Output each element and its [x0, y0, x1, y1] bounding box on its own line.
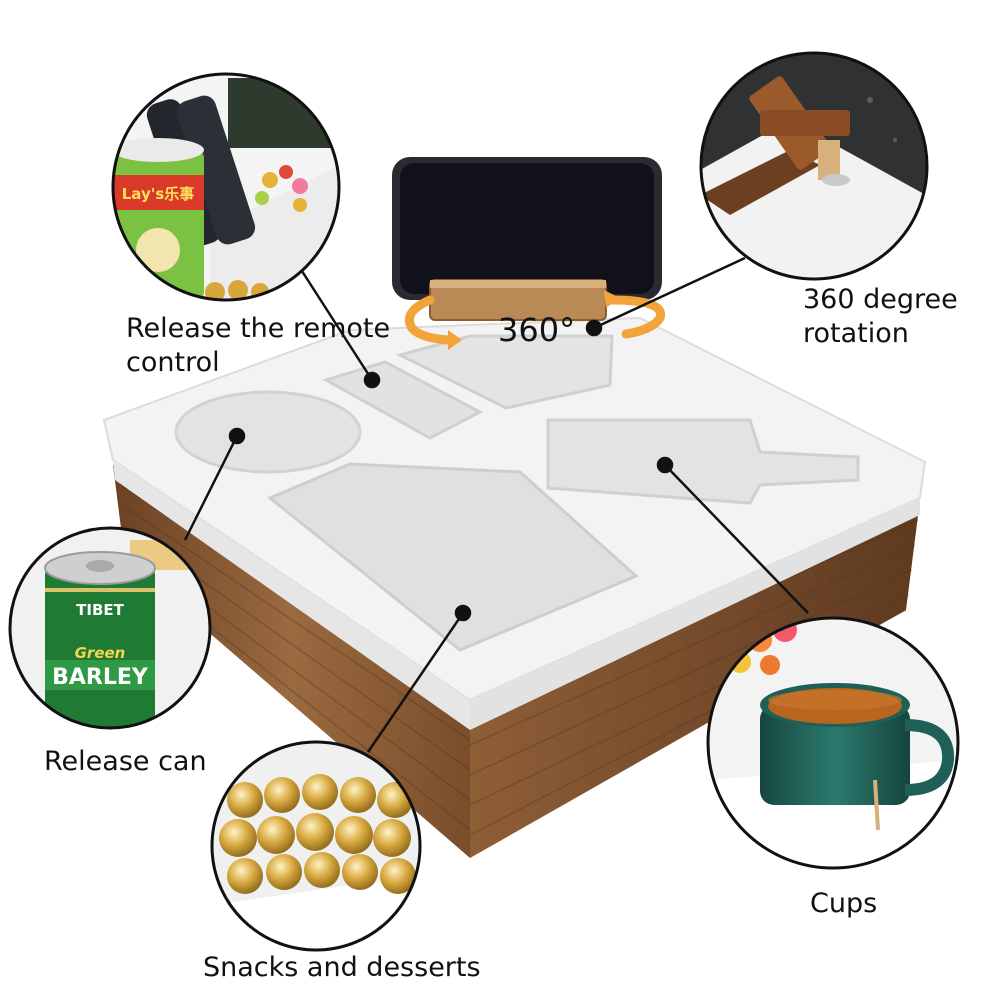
tray-lid-front	[113, 460, 470, 730]
phone-on-stand	[392, 157, 662, 321]
callout-can-label: Release can	[44, 746, 207, 777]
snack-well	[267, 462, 639, 652]
inset-snacks-chocolates	[210, 740, 422, 952]
inset-remote-chips: Lay's乐事	[111, 72, 341, 302]
can-holder-well	[174, 390, 362, 474]
can-label-green: Green	[75, 644, 126, 662]
cup-well	[546, 418, 860, 505]
callout-remote-label: Release the remote control	[126, 313, 391, 378]
can-label-barley: BARLEY	[52, 665, 149, 690]
organizer-tray	[102, 157, 927, 858]
callout-rotation-label: 360 degree rotation	[803, 284, 958, 349]
inset-barley-can: TIBET Green BARLEY	[8, 526, 212, 730]
callout-cups-label: Cups	[810, 888, 878, 919]
inset-tea-cup	[706, 616, 960, 870]
rotation-degree-badge: 360°	[498, 311, 576, 349]
inset-rotation-closeup	[699, 51, 929, 281]
wood-side-left	[113, 465, 470, 858]
wood-side-right	[470, 500, 920, 858]
callout-snacks-label: Snacks and desserts	[203, 952, 481, 983]
rotation-arrow-icon	[404, 290, 666, 350]
chips-brand-text: Lay's乐事	[122, 185, 195, 203]
can-label-tibet: TIBET	[76, 601, 124, 619]
leader-lines	[183, 256, 809, 753]
